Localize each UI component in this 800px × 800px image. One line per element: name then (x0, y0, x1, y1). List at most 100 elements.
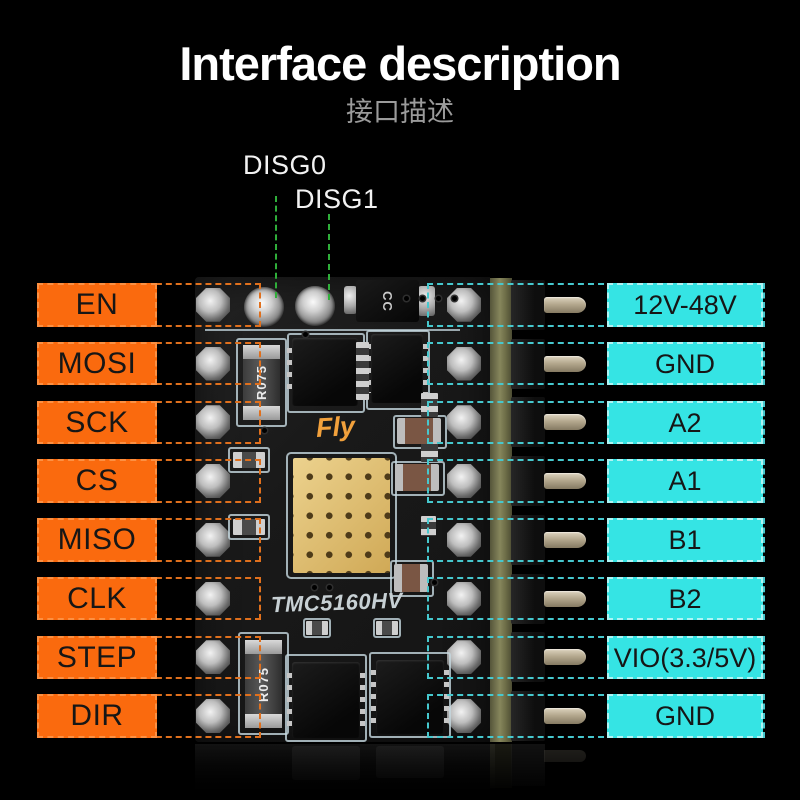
gold-thermal-pad (293, 458, 390, 573)
tantalum-capacitor (395, 464, 439, 491)
via-hole (327, 585, 332, 590)
pin-header-housing (511, 279, 545, 330)
right-through-hole-pad (447, 699, 481, 733)
via-hole (436, 296, 441, 301)
pcb-side-edge (490, 278, 512, 742)
right-pin-label-A2: A2 (607, 400, 763, 444)
board-brand-text: Fly (315, 411, 356, 444)
via-hole (262, 428, 267, 433)
via-hole (432, 580, 437, 585)
left-pin-label-STEP: STEP (37, 635, 157, 679)
right-through-hole-pad (447, 464, 481, 498)
left-through-hole-pad (196, 522, 230, 557)
passive-component-column (356, 342, 369, 400)
page-title: Interface description (179, 37, 621, 90)
mosfet-chip-bottom-left (287, 662, 365, 738)
header-pin (544, 296, 586, 313)
via-hole (420, 296, 425, 301)
left-through-hole-pad (196, 640, 230, 675)
via-hole (303, 332, 308, 337)
right-pin-callout-VIO(3.3/5V) (427, 635, 765, 679)
pin-header-housing (511, 514, 545, 565)
board-model-text: TMC5160HV (270, 587, 404, 618)
right-pin-callout-A1 (427, 459, 765, 503)
silkscreen-outline-small (228, 514, 270, 540)
right-pin-label-GND: GND (607, 341, 763, 386)
disg0-solder-pad (244, 287, 284, 327)
right-pin-callout-12V-48V (427, 283, 765, 327)
header-pin (544, 414, 586, 431)
silkscreen-outline-resistor (236, 338, 287, 427)
board-reflection (190, 744, 600, 800)
right-pin-label-VIO(3.3/5V): VIO(3.3/5V) (607, 635, 763, 679)
right-through-hole-pad (447, 287, 481, 322)
pin-header-housing (511, 573, 545, 624)
via-hole (312, 585, 317, 590)
right-through-hole-pad (447, 346, 481, 381)
silkscreen-line (205, 329, 460, 331)
left-through-hole-pad (196, 405, 230, 440)
mosfet-chip-top-right (366, 334, 428, 403)
capacitor-solder-left (344, 286, 357, 314)
silkscreen-outline-small (373, 618, 401, 638)
silkscreen-outline-cap (393, 415, 447, 449)
pin-header-housing (511, 397, 545, 448)
capacitor-solder-right (418, 286, 435, 316)
right-pin-label-B1: B1 (607, 518, 763, 562)
right-through-hole-pad (447, 405, 481, 440)
header-pin (544, 473, 586, 489)
passive-component (421, 438, 438, 462)
pin-header-housing (511, 338, 545, 389)
left-through-hole-pad (196, 464, 230, 498)
passive-component (376, 621, 398, 635)
header-pin (544, 649, 586, 666)
left-pin-label-CS: CS (37, 459, 157, 503)
left-through-hole-pad (196, 346, 230, 381)
callout-disg1-leader-line (328, 214, 330, 300)
input-capacitor: CC (356, 280, 419, 322)
via-hole (452, 296, 457, 301)
right-pin-callout-B2 (427, 576, 765, 621)
left-pin-label-MOSI: MOSI (37, 341, 157, 386)
right-pin-callout-B1 (427, 518, 765, 562)
right-pin-callout-GND (427, 694, 765, 738)
page-subtitle-chinese: 接口描述 (346, 97, 454, 127)
header-pin (544, 708, 586, 724)
silkscreen-outline (285, 654, 367, 742)
left-through-hole-pad (196, 581, 230, 616)
capacitor-marking: CC (380, 290, 395, 312)
mosfet-chip-top-left (287, 338, 363, 406)
callout-disg1-label: DISG1 (295, 184, 379, 214)
header-pin (544, 531, 586, 548)
right-pin-callout-GND (427, 341, 765, 386)
left-pin-label-EN: EN (37, 283, 157, 327)
via-hole (404, 296, 409, 301)
left-pin-label-MISO: MISO (37, 518, 157, 562)
passive-component (421, 393, 438, 417)
left-pin-label-CLK: CLK (37, 576, 157, 621)
left-pin-label-SCK: SCK (37, 400, 157, 444)
mosfet-chip-bottom-right (371, 660, 449, 734)
right-pin-label-A1: A1 (607, 459, 763, 503)
header-pin (544, 590, 586, 607)
right-through-hole-pad (447, 581, 481, 616)
right-pin-label-B2: B2 (607, 576, 763, 621)
silkscreen-outline-cap (391, 461, 445, 496)
callout-disg0-label: DISG0 (243, 150, 327, 180)
tantalum-capacitor (397, 418, 441, 444)
right-pin-label-12V-48V: 12V-48V (607, 283, 763, 327)
silkscreen-outline-small (303, 618, 331, 638)
right-through-hole-pad (447, 522, 481, 557)
sense-resistor-top: R075 (243, 345, 280, 420)
pin-header-housing (511, 691, 545, 741)
passive-component (306, 621, 328, 635)
left-through-hole-pad (196, 699, 230, 733)
callout-disg0-leader-line (275, 196, 277, 298)
silkscreen-outline-thermal (286, 452, 397, 579)
left-through-hole-pad (196, 287, 230, 322)
right-through-hole-pad (447, 640, 481, 675)
right-pin-label-GND: GND (607, 694, 763, 738)
sense-resistor-bottom: R075 (245, 640, 282, 728)
